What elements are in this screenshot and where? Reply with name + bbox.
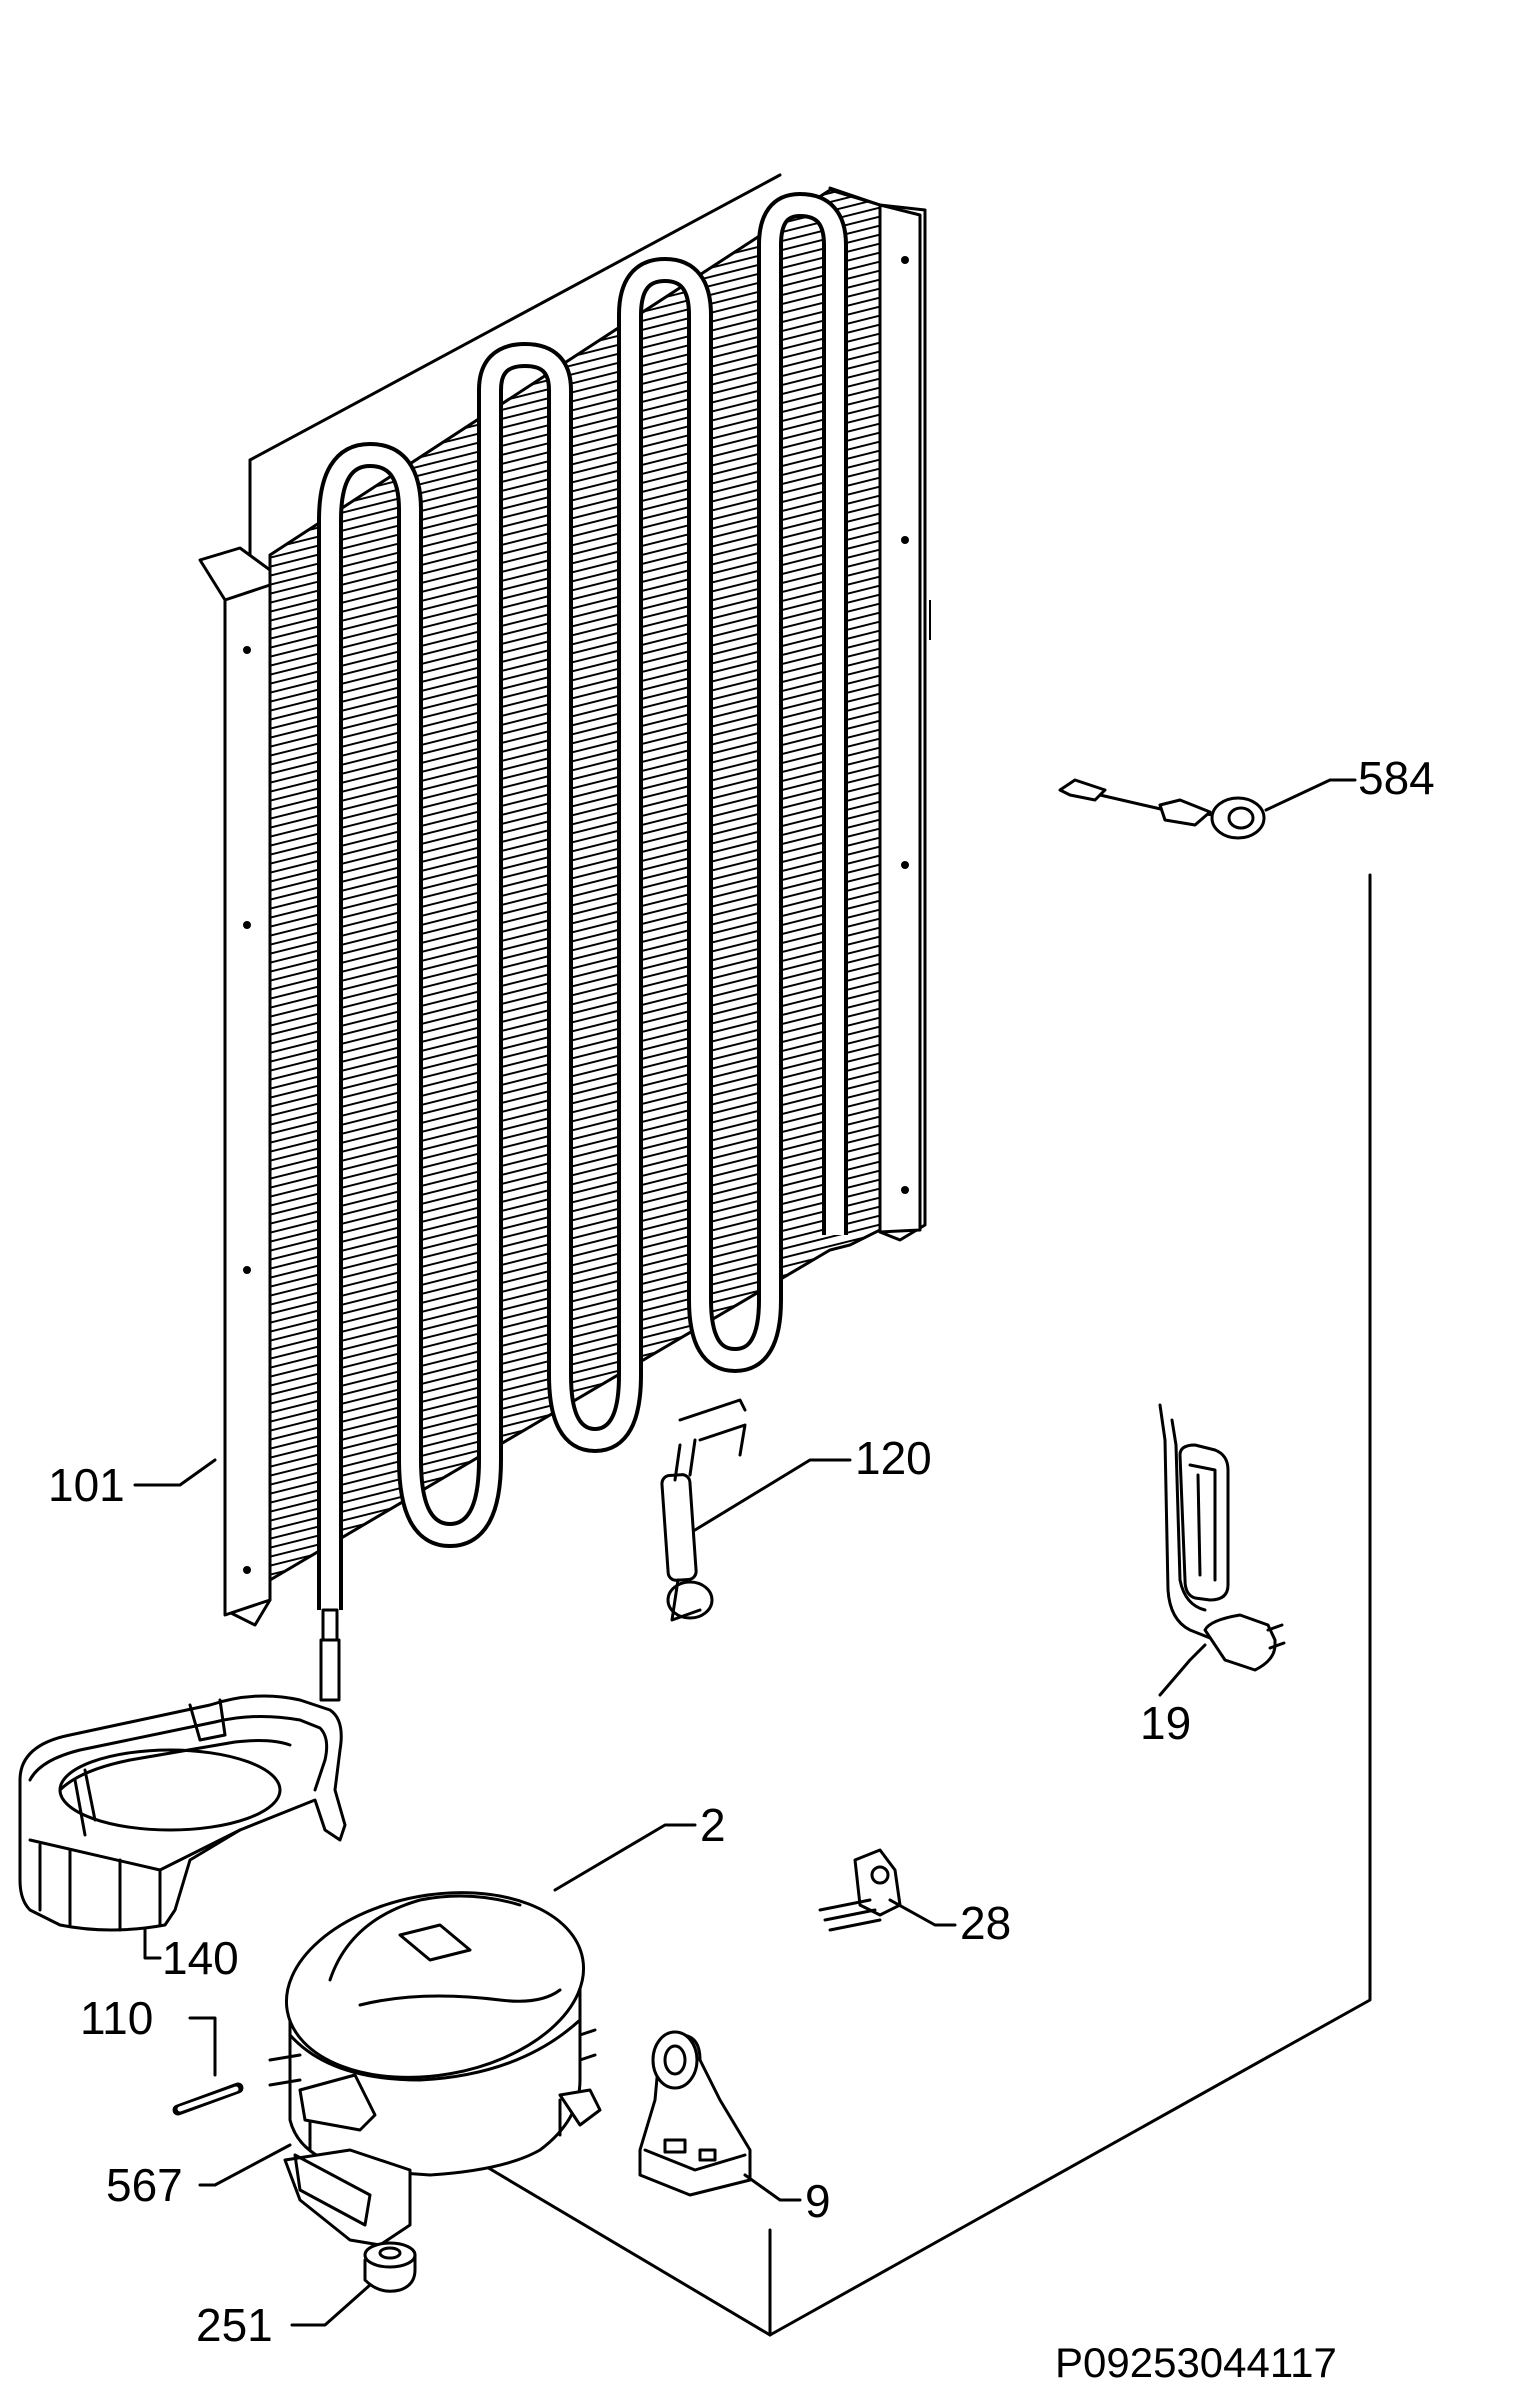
pin-110 [172,2082,244,2116]
label-28: 28 [960,1897,1012,1949]
label-120: 120 [855,1432,932,1484]
label-584: 584 [1358,752,1435,804]
thermal-component-120 [660,1398,747,1622]
drawing-id: P09253044117 [1055,2339,1337,2386]
label-567: 567 [106,2159,183,2211]
starter-relay [638,2030,752,2197]
label-140: 140 [162,1932,239,1984]
label-9: 9 [805,2175,831,2227]
drip-tray [18,1694,347,1932]
label-19: 19 [1140,1697,1192,1749]
label-251: 251 [196,2299,273,2351]
leader-lines [133,778,1357,2327]
power-cord [1158,1403,1286,1672]
compressor [268,1891,602,2247]
cable-with-grommet [1058,778,1266,840]
label-101: 101 [48,1459,125,1511]
clip-28 [818,1848,902,1932]
grommet-251 [363,2241,417,2293]
condenser-coil [198,186,927,1702]
label-110: 110 [80,1992,154,2044]
label-2: 2 [700,1799,726,1851]
